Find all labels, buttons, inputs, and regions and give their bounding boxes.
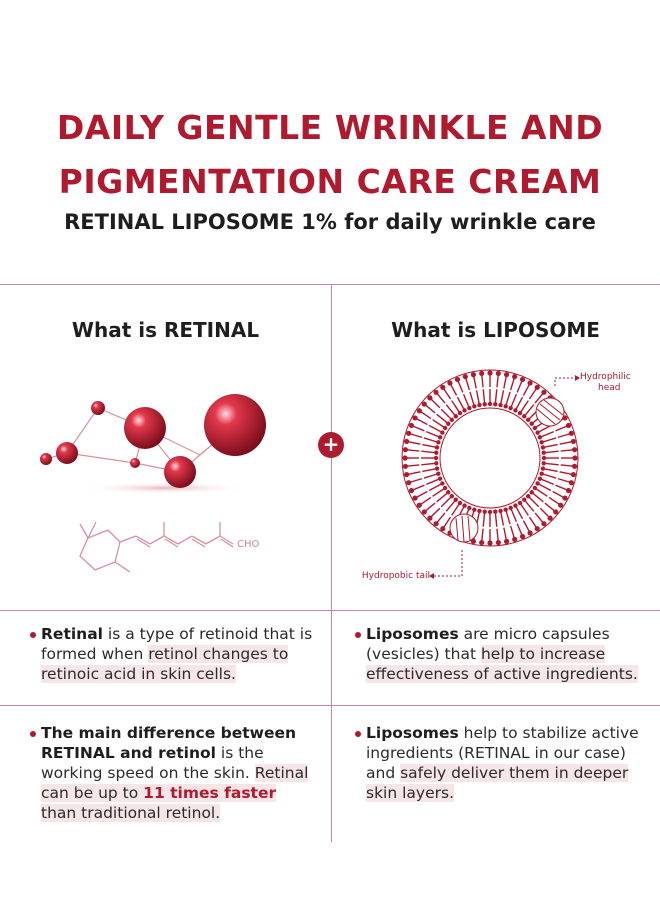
liposome-def-text: are micro capsules (vesicles) that	[366, 625, 610, 663]
retinal-def-text: is a type of retinoid that is formed whe…	[41, 625, 313, 663]
liposome-def-bold: Liposomes	[366, 625, 459, 643]
divider-top	[0, 284, 660, 285]
liposome-illustration	[401, 369, 579, 547]
subtitle: RETINAL LIPOSOME 1% for daily wrinkle ca…	[64, 210, 596, 234]
liposome-stab-text: help to stabilize active ingredients (RE…	[366, 724, 639, 782]
liposome-stabilize: Liposomes help to stabilize active ingre…	[366, 723, 646, 803]
hydrophobic-label: Hydropobic tail	[361, 571, 430, 581]
retinal-difference: The main difference between RETINAL and …	[41, 723, 316, 823]
title-line-1: DAILY GENTLE WRINKLE AND	[56, 108, 604, 147]
liposome-definition: Liposomes are micro capsules (vesicles) …	[366, 624, 646, 684]
hydrophilic-label-line1: Hydrophilic	[580, 372, 631, 382]
formula-label: CHO	[237, 539, 260, 550]
molecule-illustration	[40, 394, 266, 494]
retinal-diff-highlight-2: than traditional retinol.	[41, 804, 221, 822]
retinal-diff-text: is the working speed on the skin.	[41, 744, 264, 782]
hydrophilic-label-line2: head	[598, 383, 621, 393]
title-line-2: PIGMENTATION CARE CREAM	[58, 162, 602, 201]
retinal-definition: Retinal is a type of retinoid that is fo…	[41, 624, 316, 684]
bullet-icon	[30, 632, 36, 638]
liposome-stab-highlight: safely deliver them in deeper skin layer…	[366, 764, 629, 802]
divider-middle	[0, 610, 660, 611]
heading-liposome: What is LIPOSOME	[391, 318, 600, 342]
retinal-def-bold: Retinal	[41, 625, 103, 643]
retinal-diff-emphasis: 11 times faster	[143, 784, 277, 802]
liposome-stab-bold: Liposomes	[366, 724, 459, 742]
divider-vertical	[331, 284, 332, 842]
retinal-formula-diagram: CHO	[79, 521, 260, 573]
plus-icon: +	[318, 432, 344, 458]
heading-retinal: What is RETINAL	[71, 318, 260, 342]
bullet-icon	[30, 731, 36, 737]
retinal-diff-bold: The main difference between RETINAL and …	[41, 724, 297, 762]
hydrophilic-pointer	[554, 375, 580, 386]
bullet-icon	[355, 632, 361, 638]
hydrophilic-label: Hydrophilic head	[580, 372, 646, 394]
hydrophobic-pointer	[429, 550, 463, 579]
divider-lower	[0, 705, 660, 706]
bullet-icon	[355, 731, 361, 737]
